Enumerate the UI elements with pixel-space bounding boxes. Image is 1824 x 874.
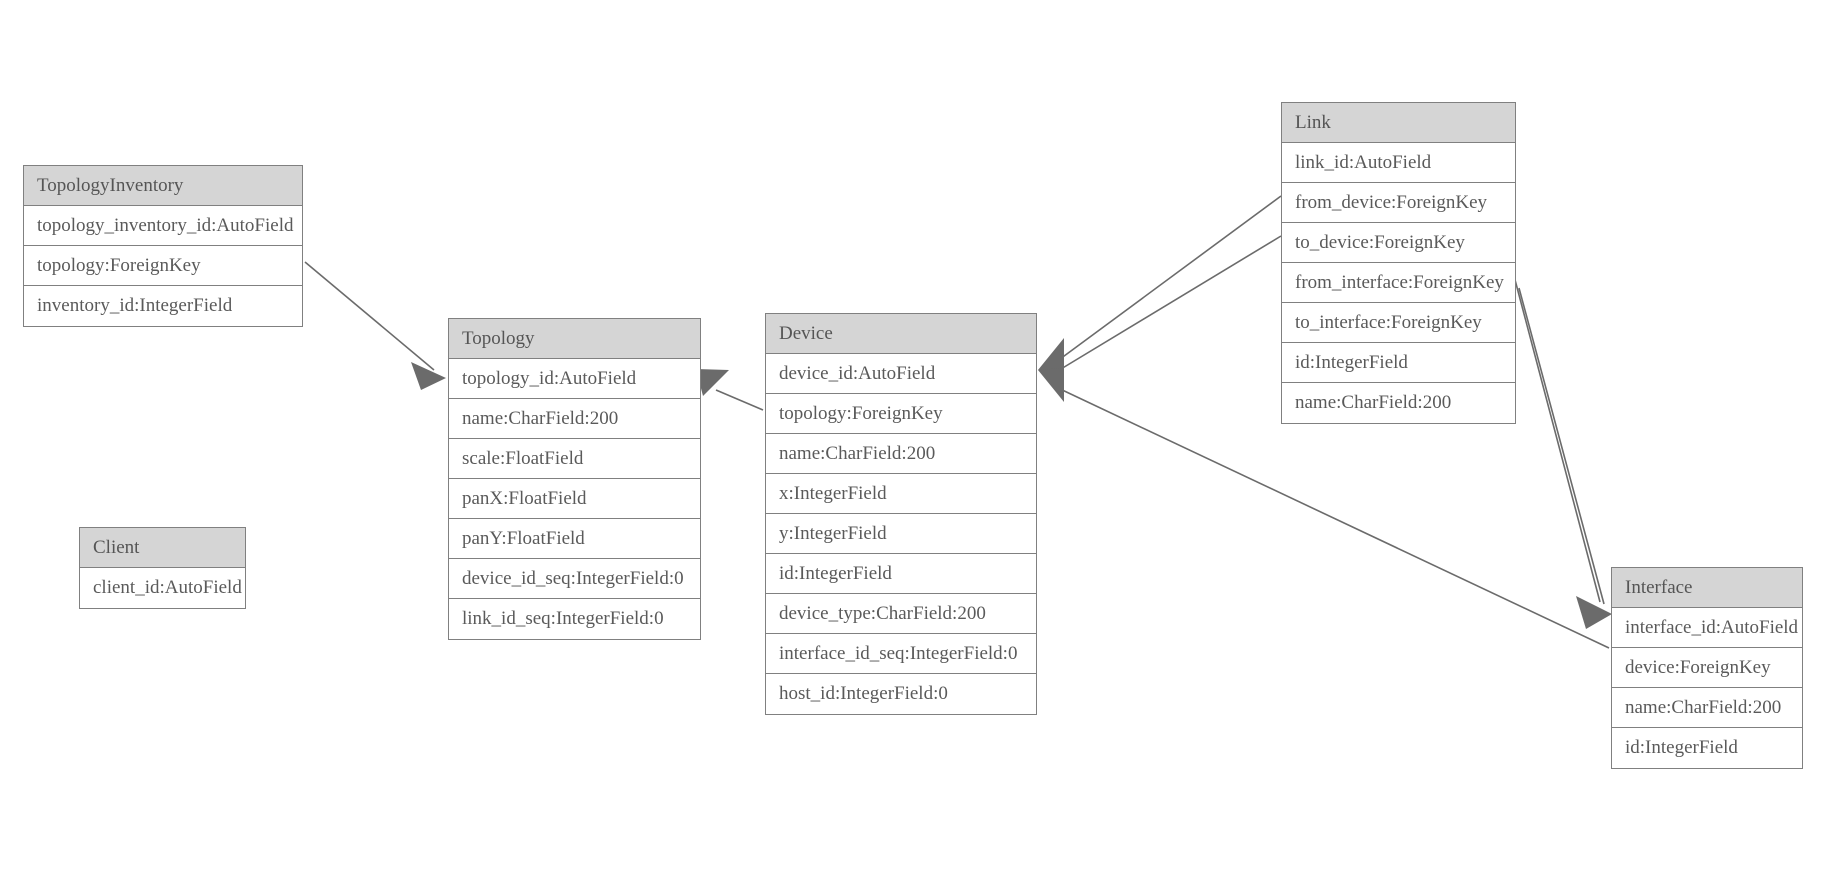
edge-device-topology bbox=[715, 389, 764, 411]
entity-field-row[interactable]: id:IntegerField bbox=[1612, 728, 1802, 768]
entity-field-row[interactable]: link_id_seq:IntegerField:0 bbox=[449, 599, 700, 639]
entity-title-interface: Interface bbox=[1612, 568, 1802, 608]
entity-field-row[interactable]: device:ForeignKey bbox=[1612, 648, 1802, 688]
edge-link-to-device bbox=[1055, 235, 1282, 373]
entity-field-row[interactable]: device_type:CharField:200 bbox=[766, 594, 1036, 634]
entity-field-row[interactable]: interface_id_seq:IntegerField:0 bbox=[766, 634, 1036, 674]
entity-field-row[interactable]: id:IntegerField bbox=[1282, 343, 1515, 383]
entity-field-row[interactable]: topology_id:AutoField bbox=[449, 359, 700, 399]
entity-field-row[interactable]: interface_id:AutoField bbox=[1612, 608, 1802, 648]
entity-field-row[interactable]: x:IntegerField bbox=[766, 474, 1036, 514]
entity-title-link: Link bbox=[1282, 103, 1515, 143]
entity-field-row[interactable]: name:CharField:200 bbox=[1612, 688, 1802, 728]
entity-field-row[interactable]: device_id:AutoField bbox=[766, 354, 1036, 394]
arrowhead-device-from-link-upper bbox=[1038, 338, 1064, 372]
edge-link-from-interface bbox=[1513, 275, 1601, 603]
entity-title-topologyinventory: TopologyInventory bbox=[24, 166, 302, 206]
entity-field-row[interactable]: topology_inventory_id:AutoField bbox=[24, 206, 302, 246]
edge-topologyinventory-topology bbox=[304, 261, 435, 371]
entity-field-row[interactable]: host_id:IntegerField:0 bbox=[766, 674, 1036, 714]
edge-link-from-device bbox=[1055, 195, 1282, 363]
entity-field-row[interactable]: name:CharField:200 bbox=[766, 434, 1036, 474]
entity-field-row[interactable]: link_id:AutoField bbox=[1282, 143, 1515, 183]
entity-field-row[interactable]: panY:FloatField bbox=[449, 519, 700, 559]
arrowhead-interface-from-link bbox=[1576, 596, 1612, 629]
edge-link-to-interface bbox=[1518, 287, 1605, 605]
entity-field-row[interactable]: topology:ForeignKey bbox=[766, 394, 1036, 434]
entity-title-device: Device bbox=[766, 314, 1036, 354]
arrowhead-device-from-link-lower bbox=[1038, 368, 1064, 402]
entity-field-row[interactable]: name:CharField:200 bbox=[1282, 383, 1515, 423]
entity-field-row[interactable]: from_interface:ForeignKey bbox=[1282, 263, 1515, 303]
entity-field-row[interactable]: device_id_seq:IntegerField:0 bbox=[449, 559, 700, 599]
entity-field-row[interactable]: y:IntegerField bbox=[766, 514, 1036, 554]
entity-field-row[interactable]: panX:FloatField bbox=[449, 479, 700, 519]
entity-field-row[interactable]: inventory_id:IntegerField bbox=[24, 286, 302, 326]
entity-field-row[interactable]: topology:ForeignKey bbox=[24, 246, 302, 286]
entity-field-row[interactable]: id:IntegerField bbox=[766, 554, 1036, 594]
arrowhead-topology-from-inventory bbox=[411, 362, 446, 390]
entity-field-row[interactable]: name:CharField:200 bbox=[449, 399, 700, 439]
entity-field-row[interactable]: client_id:AutoField bbox=[80, 568, 245, 608]
entity-title-client: Client bbox=[80, 528, 245, 568]
entity-field-row[interactable]: scale:FloatField bbox=[449, 439, 700, 479]
edge-interface-device bbox=[1057, 387, 1610, 649]
entity-field-row[interactable]: to_device:ForeignKey bbox=[1282, 223, 1515, 263]
entity-title-topology: Topology bbox=[449, 319, 700, 359]
entity-field-row[interactable]: to_interface:ForeignKey bbox=[1282, 303, 1515, 343]
entity-field-row[interactable]: from_device:ForeignKey bbox=[1282, 183, 1515, 223]
